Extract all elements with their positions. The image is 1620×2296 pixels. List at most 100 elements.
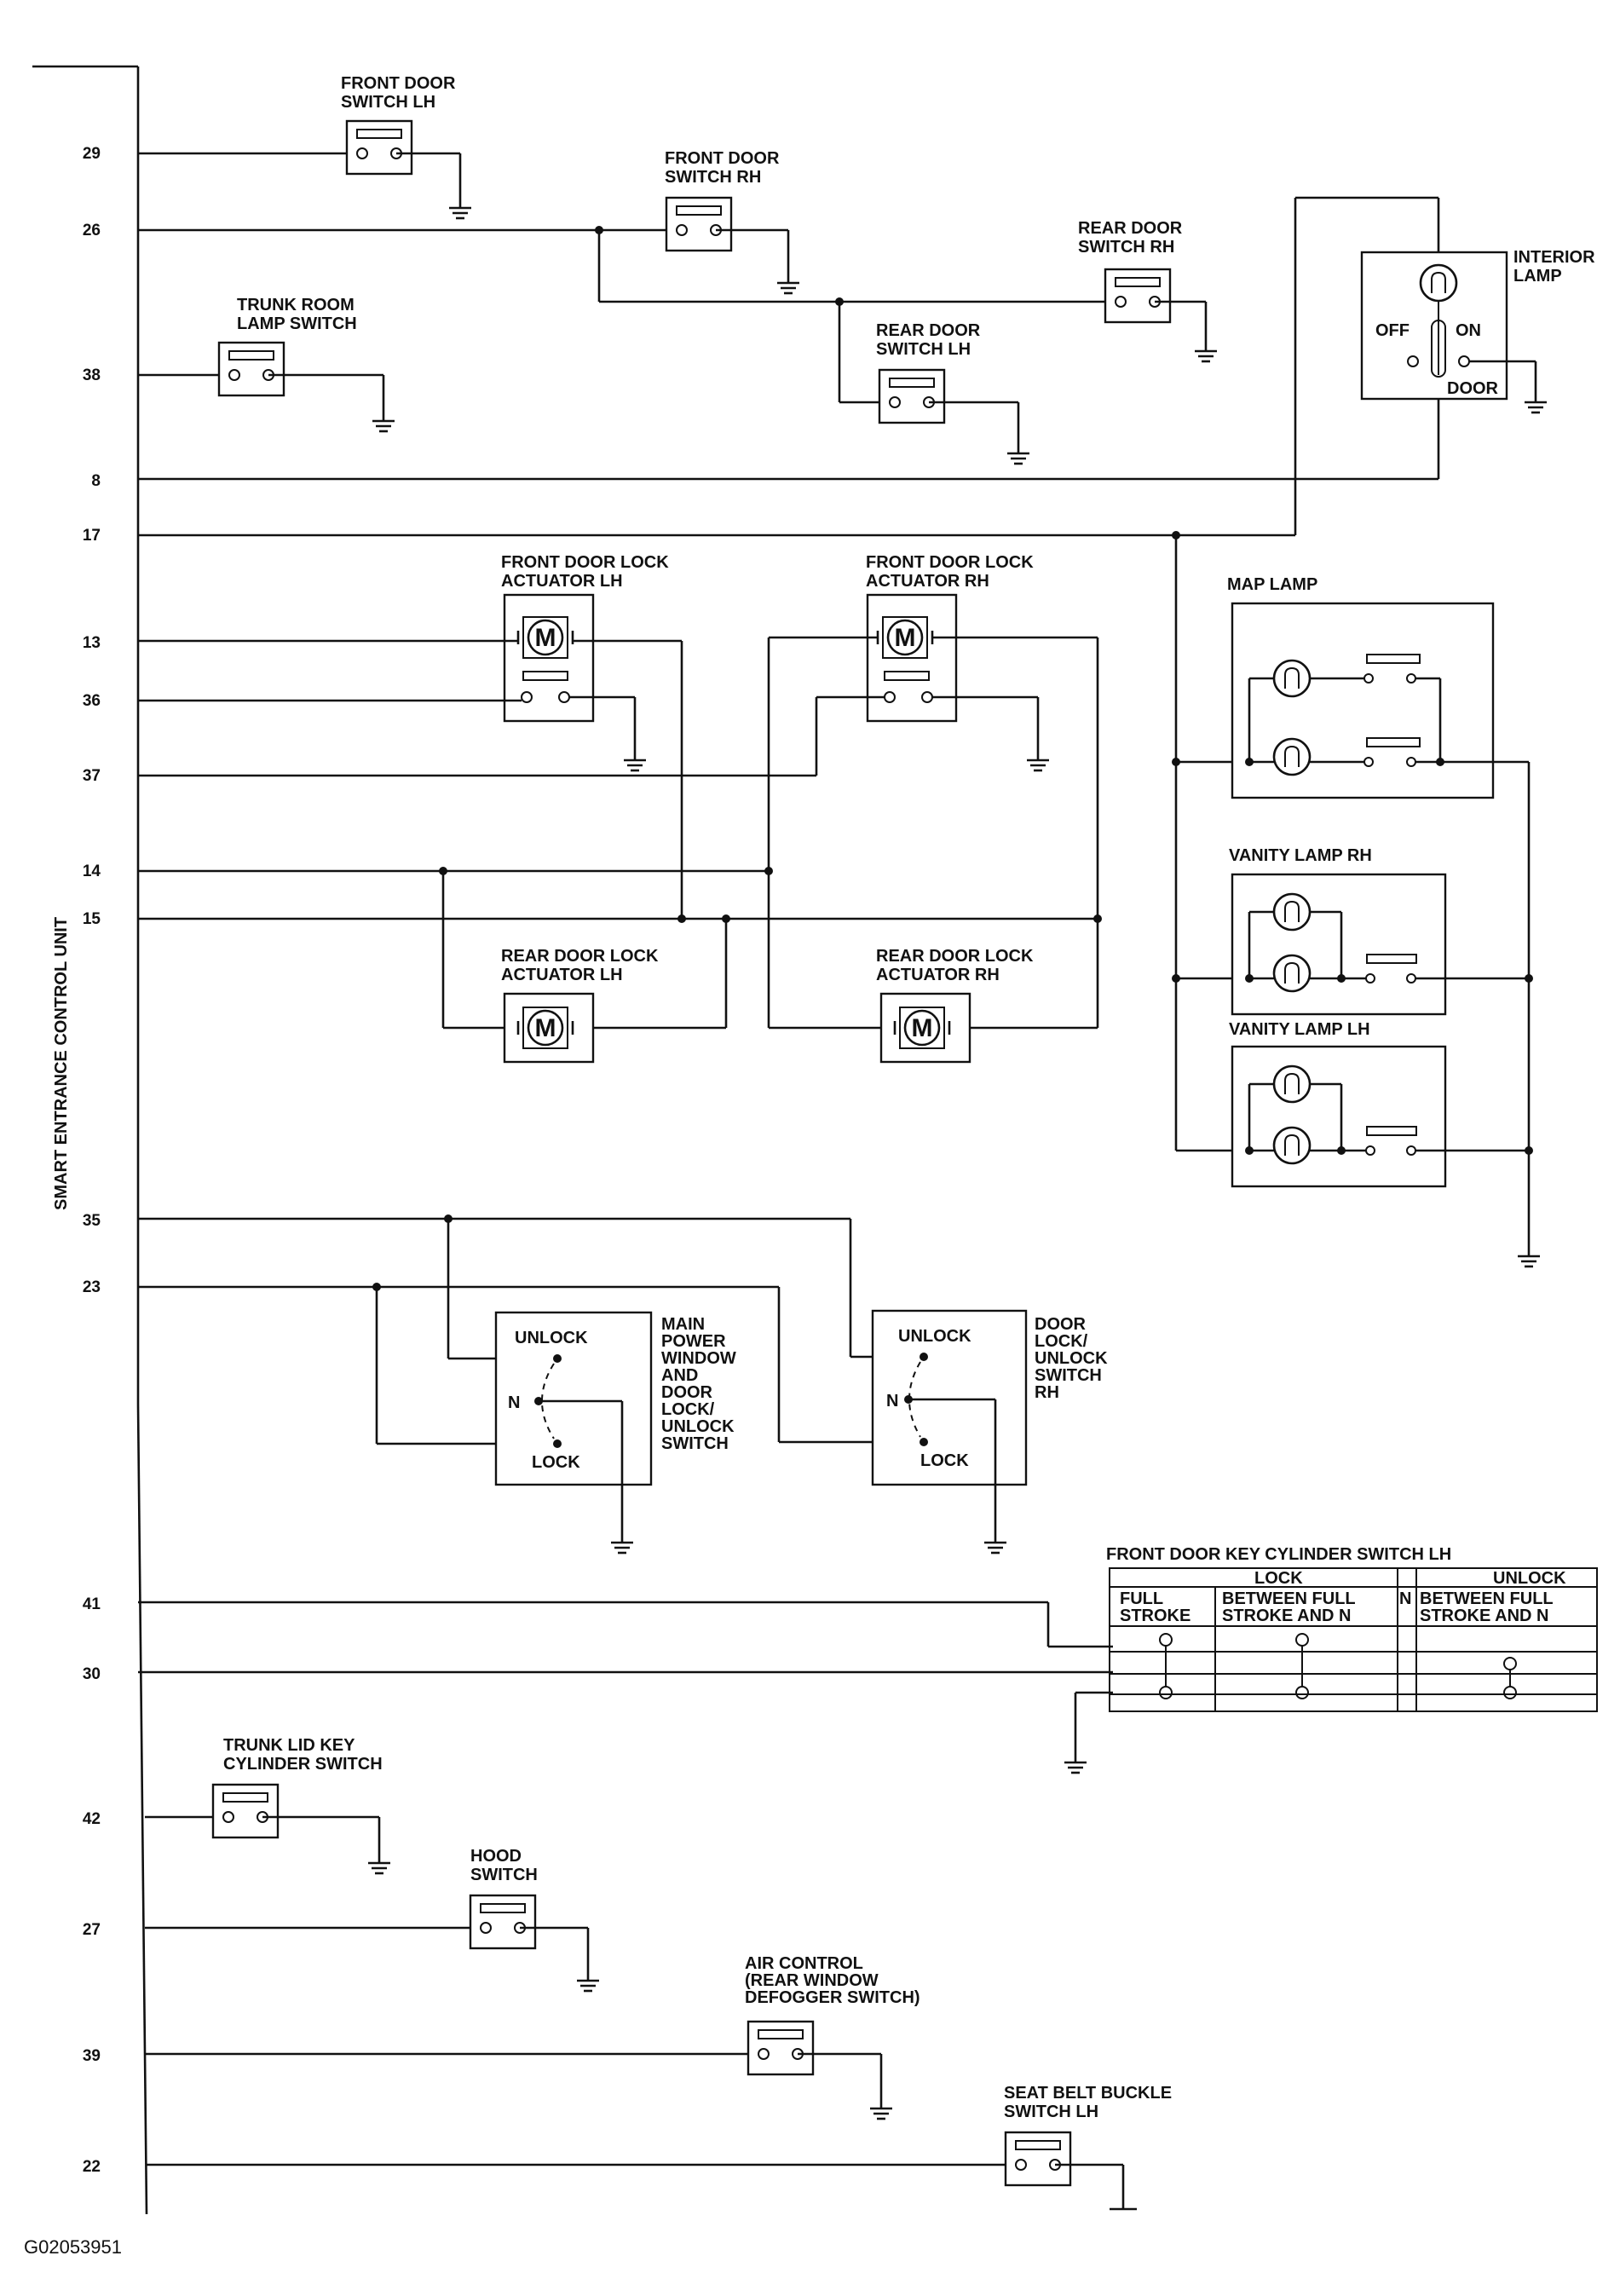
- component-label: FRONT DOOR KEY CYLINDER SWITCH LH: [1106, 1545, 1451, 1564]
- pin-label: 30: [83, 1665, 101, 1683]
- component-label: LAMP SWITCH: [237, 314, 357, 333]
- control-unit-bus: [32, 65, 148, 2215]
- component-label: SWITCH RH: [665, 168, 761, 187]
- component-label: LAMP: [1513, 267, 1562, 286]
- component-label: UNLOCK: [661, 1417, 735, 1436]
- unit-label: SMART ENTRANCE CONTROL UNIT: [52, 917, 71, 1210]
- rear-door-lock-actuator-rh: REAR DOOR LOCK ACTUATOR RH: [876, 947, 1034, 1064]
- front-door-switch-rh: FRONT DOOR SWITCH RH: [138, 149, 801, 295]
- component-label: FRONT DOOR: [341, 74, 456, 93]
- component-label: ACTUATOR LH: [501, 572, 623, 591]
- component-label: SWITCH LH: [341, 93, 435, 112]
- component-label: CYLINDER SWITCH: [223, 1755, 383, 1774]
- pin-label: 8: [91, 472, 101, 490]
- interior-lamp: OFF ON DOOR INTERIOR LAMP: [138, 196, 1595, 539]
- pin-label: 27: [83, 1921, 101, 1939]
- switch-position-door: DOOR: [1447, 379, 1499, 398]
- component-label: DOOR: [1035, 1315, 1087, 1334]
- pin-labels: 29 26 38 8 17 13 36 37 14 15 35 23 41 30…: [83, 145, 101, 2176]
- component-label: TRUNK LID KEY: [223, 1736, 355, 1755]
- table-header-between-lock: BETWEEN FULL: [1222, 1589, 1356, 1608]
- table-header-between-unlock: BETWEEN FULL: [1420, 1589, 1554, 1608]
- switch-position-unlock: UNLOCK: [515, 1329, 588, 1347]
- component-label: SWITCH: [1035, 1366, 1102, 1385]
- table-header-neutral: N: [1399, 1589, 1411, 1608]
- trunk-room-lamp-switch: TRUNK ROOM LAMP SWITCH: [138, 296, 396, 433]
- pin-label: 23: [83, 1278, 101, 1296]
- component-label: SWITCH LH: [1004, 2103, 1098, 2121]
- table-header-between-unlock: STROKE AND N: [1420, 1607, 1548, 1625]
- table-header-lock: LOCK: [1254, 1569, 1303, 1588]
- pin-label: 13: [83, 634, 101, 652]
- component-label: POWER: [661, 1332, 726, 1351]
- pin-label: 37: [83, 767, 101, 785]
- trunk-lid-key-cylinder-switch: TRUNK LID KEY CYLINDER SWITCH: [145, 1736, 392, 1875]
- door-lock-unlock-switch-rh: UNLOCK N LOCK DOOR LOCK/ UNLOCK SWITCH R…: [871, 1309, 1108, 1555]
- door-lock-wiring: [138, 636, 1102, 1030]
- component-label: REAR DOOR LOCK: [501, 947, 659, 966]
- component-label: TRUNK ROOM: [237, 296, 355, 314]
- component-label: SWITCH RH: [1078, 238, 1174, 257]
- switch-position-lock: LOCK: [532, 1453, 580, 1472]
- switch-position-on: ON: [1456, 321, 1481, 340]
- component-label: ACTUATOR LH: [501, 966, 623, 984]
- pin-label: 41: [83, 1595, 101, 1613]
- component-label: AIR CONTROL: [745, 1954, 863, 1973]
- main-power-window-switch: UNLOCK N LOCK MAIN POWER WINDOW AND DOOR…: [494, 1311, 736, 1555]
- table-header-full-stroke: FULL: [1120, 1589, 1163, 1608]
- component-label: VANITY LAMP LH: [1229, 1020, 1370, 1039]
- pin-label: 14: [83, 862, 101, 880]
- hood-switch: HOOD SWITCH: [145, 1847, 601, 1993]
- component-label: SWITCH: [470, 1866, 538, 1884]
- component-label: WINDOW: [661, 1349, 736, 1368]
- component-label: ACTUATOR RH: [866, 572, 989, 591]
- component-label: LOCK/: [661, 1400, 715, 1419]
- component-label: MAP LAMP: [1227, 575, 1317, 594]
- vanity-lamp-rh: VANITY LAMP RH: [1229, 846, 1529, 1016]
- component-label: SEAT BELT BUCKLE: [1004, 2084, 1172, 2103]
- vanity-lamp-lh: VANITY LAMP LH: [1229, 1020, 1529, 1188]
- component-label: ACTUATOR RH: [876, 966, 1000, 984]
- front-door-switch-lh: FRONT DOOR SWITCH LH: [138, 74, 473, 220]
- component-label: MAIN: [661, 1315, 705, 1334]
- component-label: INTERIOR: [1513, 248, 1595, 267]
- pin-label: 29: [83, 145, 101, 163]
- table-header-between-lock: STROKE AND N: [1222, 1607, 1351, 1625]
- table-header-full-stroke: STROKE: [1120, 1607, 1190, 1625]
- component-label: AND: [661, 1366, 698, 1385]
- pin-label: 36: [83, 692, 101, 710]
- component-label: REAR DOOR LOCK: [876, 947, 1034, 966]
- pin-label: 15: [83, 910, 101, 928]
- component-label: DOOR: [661, 1383, 713, 1402]
- front-door-lock-actuator-rh: FRONT DOOR LOCK ACTUATOR RH: [866, 553, 1034, 723]
- component-label: FRONT DOOR: [665, 149, 780, 168]
- pin-label: 39: [83, 2047, 101, 2065]
- rear-door-lock-actuator-lh: REAR DOOR LOCK ACTUATOR LH: [501, 947, 659, 1064]
- switch-position-neutral: N: [886, 1392, 898, 1410]
- pin-label: 38: [83, 366, 101, 384]
- component-label: FRONT DOOR LOCK: [866, 553, 1034, 572]
- component-label: VANITY LAMP RH: [1229, 846, 1372, 865]
- figure-code: G02053951: [24, 2236, 122, 2258]
- rear-door-switch-lh: REAR DOOR SWITCH LH: [838, 302, 1031, 465]
- seat-belt-buckle-switch: SEAT BELT BUCKLE SWITCH LH: [147, 2084, 1172, 2211]
- switch-position-unlock: UNLOCK: [898, 1327, 971, 1346]
- component-label: RH: [1035, 1383, 1059, 1402]
- switch-position-neutral: N: [508, 1393, 520, 1412]
- component-label: REAR DOOR: [1078, 219, 1183, 238]
- pin-label: 17: [83, 527, 101, 545]
- front-door-lock-actuator-lh: FRONT DOOR LOCK ACTUATOR LH: [501, 553, 669, 723]
- component-label: DEFOGGER SWITCH): [745, 1988, 920, 2007]
- pin-label: 26: [83, 222, 101, 239]
- front-door-key-cylinder-switch-lh: FRONT DOOR KEY CYLINDER SWITCH LH LOCK U…: [138, 1545, 1598, 1774]
- component-label: HOOD: [470, 1847, 522, 1866]
- pin-label: 42: [83, 1810, 101, 1828]
- pin-label: 22: [83, 2158, 101, 2176]
- switch-position-lock: LOCK: [920, 1451, 969, 1470]
- air-control-switch: AIR CONTROL (REAR WINDOW DEFOGGER SWITCH…: [145, 1954, 920, 2120]
- component-label: FRONT DOOR LOCK: [501, 553, 669, 572]
- component-label: UNLOCK: [1035, 1349, 1108, 1368]
- switch-position-off: OFF: [1375, 321, 1410, 340]
- component-label: SWITCH LH: [876, 340, 971, 359]
